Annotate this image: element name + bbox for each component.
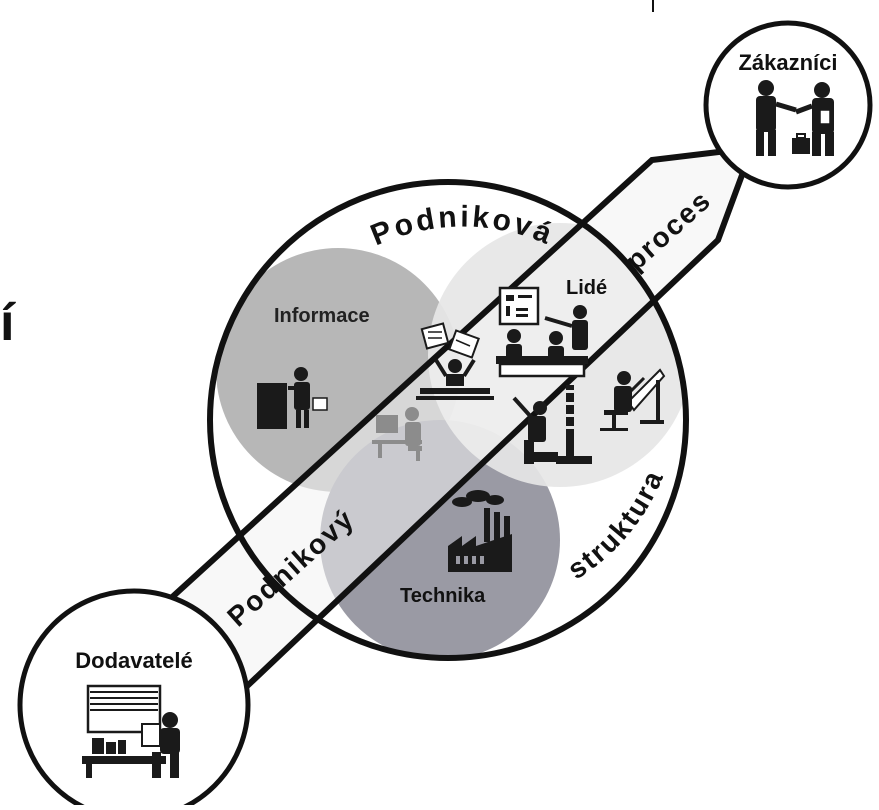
process-band-lower-edge [240, 146, 755, 693]
engineer-icon [512, 385, 592, 464]
factory-icon [448, 490, 512, 572]
technology-label: Technika [400, 585, 486, 607]
juggler-icon [416, 322, 494, 400]
information-label: Informace [274, 305, 370, 327]
people-label: Lidé [566, 277, 607, 299]
customers-label: Zákazníci [738, 50, 837, 75]
process-band [158, 148, 752, 690]
edge-fragment-text: í [0, 294, 16, 352]
suppliers-label: Dodavatelé [75, 648, 192, 673]
filing-clerk-icon [257, 367, 328, 429]
warehouse-worker-icon [82, 684, 180, 778]
drafting-icon [600, 368, 666, 431]
customers-node: Zákazníci [703, 20, 873, 190]
team-meeting-icon [496, 286, 588, 378]
office-worker-icon [372, 407, 422, 461]
handshake-icon [756, 80, 834, 156]
suppliers-node: Dodavatelé [17, 588, 251, 810]
enterprise-circle-outline [207, 179, 689, 661]
